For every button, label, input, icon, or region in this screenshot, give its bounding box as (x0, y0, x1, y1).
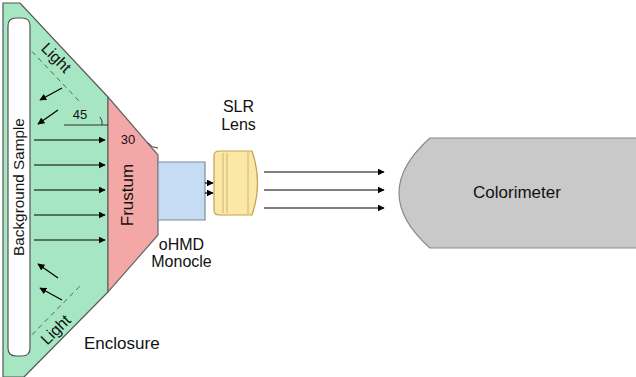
shape-path (158, 162, 205, 220)
light-label: Light (38, 39, 75, 76)
arrow (205, 182, 213, 183)
light-label-holder: Light (37, 39, 74, 76)
shape-path (108, 97, 158, 292)
shape-path (223, 152, 248, 214)
slr-lens: SLR Lens (214, 150, 263, 216)
angle-label-holder: 30 (121, 132, 135, 147)
arrow (264, 189, 384, 190)
node-label: Frustum (118, 163, 137, 225)
colorimeter: Colorimeter (398, 138, 636, 248)
text-holder: SLR Lens (214, 98, 263, 134)
text-holder: Colorimeter (398, 183, 636, 203)
light-label: Light (37, 311, 74, 348)
arrow (264, 207, 384, 208)
text-holder: Enclosure (84, 334, 160, 354)
angle-label: 30 (121, 132, 135, 147)
node-label: Colorimeter (473, 183, 561, 202)
slr-lens-outline (214, 150, 263, 216)
shape-path (399, 138, 636, 248)
arrow (34, 189, 105, 190)
arrow (205, 192, 213, 193)
arrow (34, 139, 105, 140)
angle-label: 45 (73, 107, 87, 122)
background-sample: Background Sample (8, 18, 30, 356)
angle-line (64, 125, 108, 126)
node-label: Background Sample (10, 118, 27, 256)
node-label: oHMD Monocle (151, 236, 211, 270)
node-label: SLR Lens (221, 98, 256, 133)
monocle-box-outline (158, 162, 205, 220)
arrow (34, 214, 105, 215)
shape-path (214, 151, 258, 215)
arrow (34, 164, 105, 165)
arrow (34, 239, 105, 240)
angle-label-holder: 45 (73, 107, 87, 122)
node-label: Enclosure (84, 334, 160, 353)
text-holder: Frustum (118, 163, 138, 225)
shape-path (8, 18, 30, 356)
shape-path (3, 3, 108, 377)
light-label-holder: Light (37, 311, 74, 348)
arrow (264, 171, 384, 172)
text-holder: oHMD Monocle (140, 236, 223, 270)
text-holder: Background Sample (10, 118, 28, 256)
monocle-box: oHMD Monocle (158, 162, 205, 220)
frustum: Frustum (108, 97, 158, 292)
